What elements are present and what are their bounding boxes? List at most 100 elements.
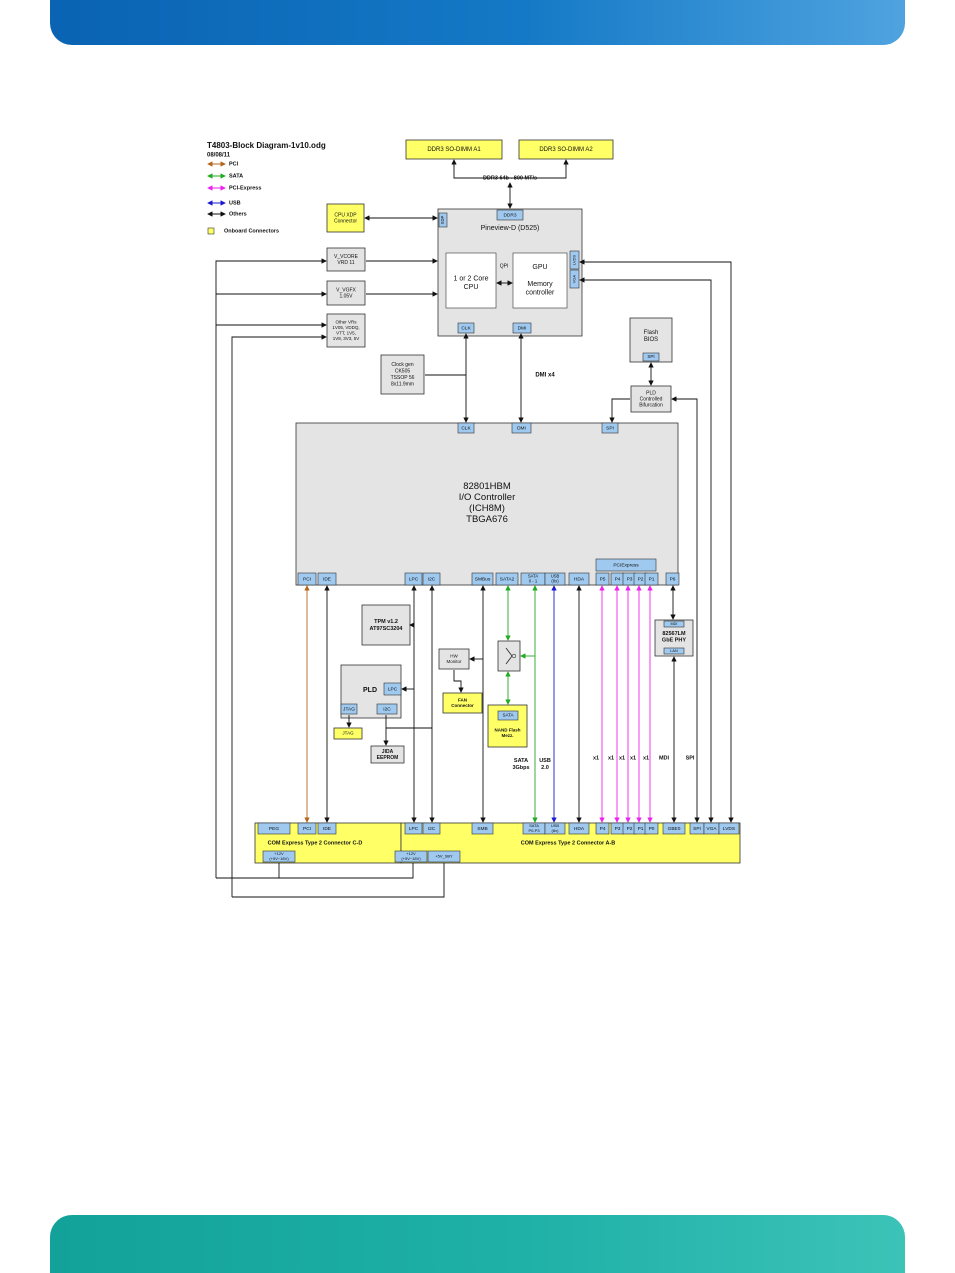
nand-label-line-0: NAND Flash xyxy=(494,727,520,732)
ich-smbus-port-label: SMBus xyxy=(475,576,491,582)
ich-p1-port xyxy=(644,572,659,586)
pineview-gpu-label-line-2: Memory xyxy=(527,281,553,288)
ich-p6-port xyxy=(665,572,680,586)
ab-p0-port-label: P0 xyxy=(649,826,655,832)
ab-p4-port xyxy=(595,822,610,835)
cd-title: COM Express Type 2 Connector C-D xyxy=(268,840,363,846)
x1-label-2: x1 xyxy=(619,755,625,761)
pineview-dmi-port-label: DMI xyxy=(518,325,527,331)
phy-mdi-port-label: MDI xyxy=(671,622,678,626)
ab-lvds-port xyxy=(718,822,740,835)
ab-sby-port-label: +5V_SBY xyxy=(435,854,453,859)
ab-smb-port xyxy=(471,822,494,835)
pineview-vga-port xyxy=(569,269,580,289)
pineview-clk-port-label: CLK xyxy=(461,325,471,331)
sata-bus-label-line-1: 3Gbps xyxy=(512,765,529,771)
dimm-a2-box xyxy=(518,139,614,160)
fan-connector-label-line-0: FAN xyxy=(458,697,467,702)
clockgen-label-line-3: 8x11.9mm xyxy=(391,382,414,388)
ich-smbus-port xyxy=(471,572,494,586)
tpm-label-line-0: TPM v1.2 xyxy=(374,619,398,625)
vr-vgfx-box xyxy=(326,280,366,306)
ich-spi-port-label: SPI xyxy=(606,425,614,431)
phy-title-line-0: 82567LM xyxy=(662,631,686,637)
ich-hda-port xyxy=(568,572,590,586)
pld-lpc-port-label: LPC xyxy=(388,686,398,692)
sata-bus-label-line-0: SATA xyxy=(514,758,528,764)
ich-p5-port xyxy=(595,572,610,586)
cd-pci-port xyxy=(297,822,317,835)
pld-title: PLD xyxy=(363,687,377,694)
cpu-xdp-box xyxy=(326,203,365,233)
legend-others: Others xyxy=(229,211,247,217)
ich-usb-port-label-line-1: (8x) xyxy=(551,579,559,584)
pineview-ddr-port-label: DDR3 xyxy=(503,212,516,218)
ich-usb-port-label-line-0: USB xyxy=(551,574,560,579)
lvds-bus-line xyxy=(579,259,734,823)
jida-label-line-0: JIDA xyxy=(382,749,394,755)
pineview-cpu-label-line-1: CPU xyxy=(464,284,479,291)
fan-link xyxy=(453,670,464,693)
ich-sata01-port-label-line-1: 0 - 1 xyxy=(529,579,538,584)
ab-title: COM Express Type 2 Connector A-B xyxy=(521,840,615,846)
tpm-label-line-1: AT97SC3204 xyxy=(370,626,404,632)
hw-monitor-label-line-1: Monitor xyxy=(446,659,462,664)
dimm-a1-label: DDR3 SO-DIMM A1 xyxy=(427,147,481,153)
x1-label-3: x1 xyxy=(630,755,636,761)
cd-pwr-port-label-line-0: +12V xyxy=(274,851,284,856)
ab-pwr-port xyxy=(394,850,428,863)
ab-usb-port-label-line-0: USB xyxy=(551,823,560,828)
pineview-gpu-box xyxy=(512,252,568,309)
pineview-lvds-label: LVDS xyxy=(572,255,577,265)
cpu-xdp-label-line-0: CPU XDP xyxy=(334,212,357,218)
sata-mux-box xyxy=(497,640,521,672)
phy-mdi-port xyxy=(663,620,685,628)
ab-lvds-port-label: LVDS xyxy=(723,826,735,832)
clockgen-label-line-2: TSSOP 56 xyxy=(391,375,415,381)
ab-sata-port-label-line-0: SATA xyxy=(529,823,539,828)
ab-pwr-port-label-line-0: +12V xyxy=(406,851,416,856)
dimm-a2-label: DDR3 SO-DIMM A2 xyxy=(539,147,593,153)
power-return-12v xyxy=(278,863,414,879)
pineview-ddr-port xyxy=(496,209,524,221)
flash-bios-label-line-0: Flash xyxy=(644,330,659,336)
mux-switch-path xyxy=(505,647,513,665)
pineview-lvds-port xyxy=(569,250,580,270)
cd-ide-port-label: IDE xyxy=(323,826,331,832)
ich-dmi-port xyxy=(511,422,532,434)
ab-lpc-port-label: LPC xyxy=(409,826,419,832)
jida-box xyxy=(370,745,405,764)
mdi-bus-label: MDI xyxy=(659,755,670,761)
clockgen-label-line-1: CK505 xyxy=(395,369,411,375)
ab-usb-port-label-line-1: (8x) xyxy=(552,828,560,833)
ich-clk-port xyxy=(457,422,475,434)
jida-label-line-1: EEPROM xyxy=(377,755,399,761)
vr-other-label-line-0: Other VRs xyxy=(335,319,357,324)
vr-vgfx-label-line-0: V_VGFX xyxy=(336,287,356,293)
ich-lpc-port xyxy=(404,572,423,586)
ich8m-title-line-3: TBGA676 xyxy=(466,514,508,525)
vr-other-label-line-1: 1V05, VDDQ, xyxy=(332,325,359,330)
pineview-cpu-box xyxy=(445,252,497,309)
pld-i2c-port xyxy=(376,703,398,715)
pineview-gpu-label-line-0: GPU xyxy=(532,264,547,271)
pld-i2c-port-label: I2C xyxy=(383,706,391,712)
hw-monitor-label-line-0: HW xyxy=(450,653,458,658)
ich8m-title-line-2: (ICH8M) xyxy=(469,503,505,514)
hw-monitor-box xyxy=(438,648,470,670)
ich-spi-port xyxy=(601,422,619,434)
ab-hda-port-label: HDA xyxy=(574,826,585,832)
vr-vcore-label-line-1: VRD 11 xyxy=(337,260,354,266)
ab-gbe-port-label: GBE0 xyxy=(668,826,681,832)
pineview-vga-label: VGA xyxy=(572,274,577,283)
usb-bus-label-line-1: 2.0 xyxy=(541,765,549,771)
ab-lpc-port xyxy=(404,822,423,835)
pld-bif-label-line-2: Bifurcation xyxy=(639,402,663,408)
ab-usb-port xyxy=(544,822,566,835)
ab-i2c-port xyxy=(422,822,441,835)
cpu-xdp-label-line-1: Connector xyxy=(334,218,357,224)
phy-title-line-1: GbE PHY xyxy=(662,638,686,644)
clockgen-box xyxy=(380,354,425,395)
jtag-connector-label: JTAG xyxy=(342,731,354,736)
